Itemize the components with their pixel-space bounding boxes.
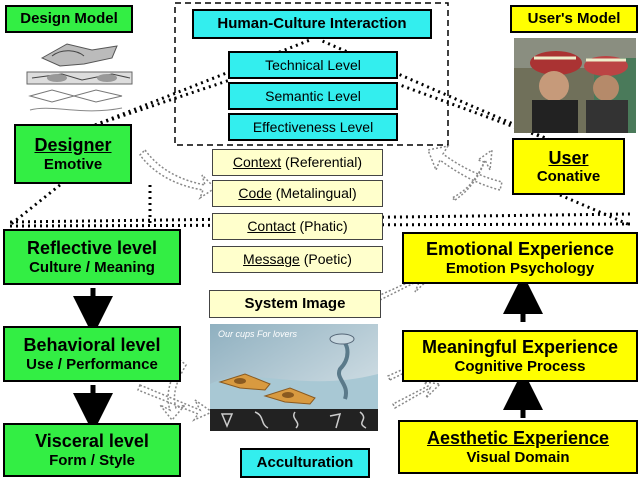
behavioral-level-subtitle: Use / Performance: [26, 355, 158, 373]
reflective-level-title: Reflective level: [26, 238, 158, 259]
message-function-box: Message (Poetic): [212, 246, 383, 273]
emotional-experience-title: Emotional Experience: [425, 239, 615, 260]
semantic-level-text: Semantic Level: [265, 87, 361, 104]
technical-level-box: Technical Level: [228, 51, 398, 79]
meaningful-experience-title: Meaningful Experience: [421, 337, 619, 358]
behavioral-level-box: Behavioral level Use / Performance: [3, 326, 181, 382]
hci-title: Human-Culture Interaction: [192, 9, 432, 39]
design-model-title: Design Model: [20, 10, 118, 28]
designer-subtitle: Emotive: [43, 155, 103, 173]
contact-detail: (Phatic): [295, 218, 348, 235]
reflective-level-subtitle: Culture / Meaning: [29, 258, 155, 276]
user-emotional-dotted-line: [559, 193, 631, 227]
effectiveness-level-box: Effectiveness Level: [228, 113, 398, 141]
behavioral-to-image-hollow-arrow: [159, 358, 188, 422]
message-term: Message: [243, 251, 300, 268]
code-detail: (Metalingual): [271, 185, 357, 202]
cross-dotted-line-2: [9, 222, 631, 228]
left-to-image-hollow-arrow: [137, 384, 214, 422]
aesthetic-experience-title: Aesthetic Experience: [426, 428, 610, 449]
user-hci-dotted-line: [399, 83, 551, 142]
effectiveness-level-text: Effectiveness Level: [252, 118, 374, 135]
technical-level-text: Technical Level: [265, 56, 361, 73]
system-image-picture: Our cups For lovers: [210, 324, 378, 431]
hci-title-text: Human-Culture Interaction: [217, 15, 407, 33]
meaningful-experience-box: Meaningful Experience Cognitive Process: [402, 330, 638, 382]
users-model-label: User's Model: [510, 5, 638, 33]
contact-term: Contact: [247, 218, 296, 235]
cross-dotted-line-1: [9, 212, 631, 224]
design-sketch-image: [22, 36, 137, 118]
visceral-level-title: Visceral level: [35, 431, 149, 452]
image-to-aesthetic-hollow-arrow: [391, 380, 442, 410]
design-model-label: Design Model: [5, 5, 133, 33]
aesthetic-experience-subtitle: Visual Domain: [466, 448, 570, 466]
user-photo: [514, 38, 636, 133]
message-detail: (Poetic): [299, 251, 352, 268]
designer-box: Designer Emotive: [14, 124, 132, 184]
code-function-box: Code (Metalingual): [212, 180, 383, 207]
visceral-level-subtitle: Form / Style: [49, 451, 135, 469]
user-subtitle: Conative: [536, 168, 601, 186]
context-function-box: Context (Referential): [212, 149, 383, 176]
code-term: Code: [238, 185, 272, 202]
system-image-title: System Image: [244, 295, 346, 313]
user-return-hollow-arrow: [450, 148, 493, 201]
hci-dashed-frame: [174, 2, 449, 146]
context-detail: (Referential): [281, 154, 363, 171]
behavioral-level-title: Behavioral level: [23, 335, 161, 356]
aesthetic-experience-box: Aesthetic Experience Visual Domain: [398, 420, 638, 474]
system-image-label: System Image: [209, 290, 381, 318]
user-box: User Conative: [512, 138, 625, 195]
emotional-experience-box: Emotional Experience Emotion Psychology: [402, 232, 638, 284]
designer-to-context-hollow-arrow: [139, 148, 217, 200]
context-to-user-hollow-arrow: [426, 144, 503, 191]
designer-title: Designer: [34, 135, 112, 156]
acculturation-text: Acculturation: [256, 454, 354, 472]
designer-reflective-dotted-line: [9, 183, 61, 227]
visceral-level-box: Visceral level Form / Style: [3, 423, 181, 477]
context-term: Context: [232, 154, 282, 171]
meaningful-experience-subtitle: Cognitive Process: [454, 357, 586, 375]
user-title: User: [548, 147, 589, 168]
semantic-level-box: Semantic Level: [228, 82, 398, 110]
system-image-caption: Our cups For lovers: [218, 329, 298, 339]
contact-function-box: Contact (Phatic): [212, 213, 383, 240]
users-model-title: User's Model: [527, 10, 621, 28]
acculturation-box: Acculturation: [240, 448, 370, 478]
reflective-level-box: Reflective level Culture / Meaning: [3, 229, 181, 285]
emotional-experience-subtitle: Emotion Psychology: [445, 259, 595, 277]
